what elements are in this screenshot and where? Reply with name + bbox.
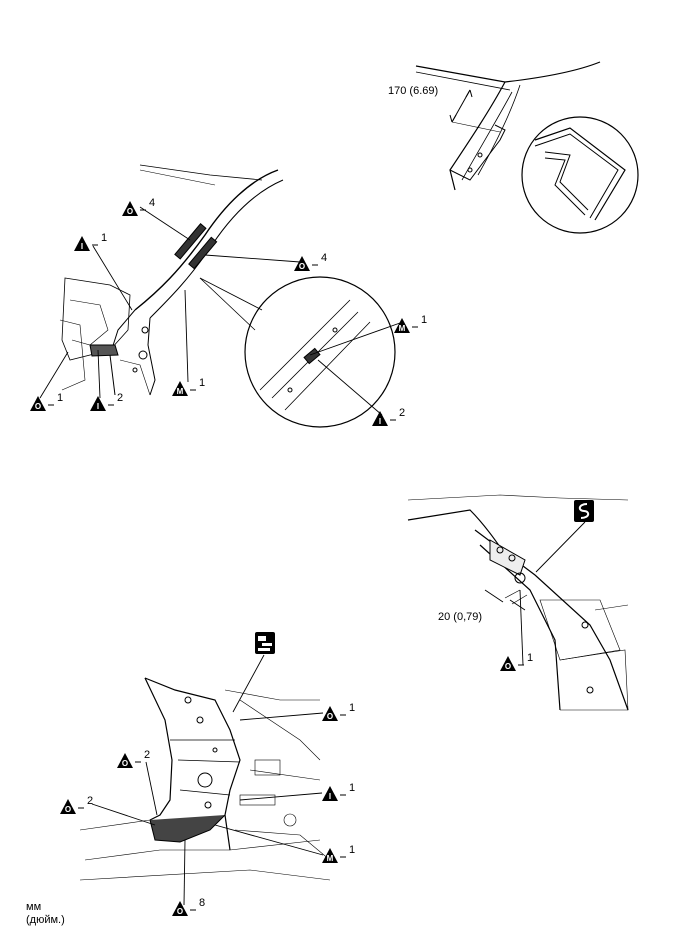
unit-mm: мм xyxy=(26,901,42,913)
weld-offset-dimension: 20 (0,79) xyxy=(438,611,482,623)
callout-a-pillar-weld-side: O1 xyxy=(30,392,63,411)
spot-weld-icon xyxy=(322,706,338,721)
callout-count: 1 xyxy=(101,232,107,244)
spot-weld-icon xyxy=(500,656,516,671)
callout-count: 1 xyxy=(421,314,427,326)
callout-a-pillar-plug-lower: I2 xyxy=(90,392,123,411)
spot-weld-icon xyxy=(294,256,310,271)
spot-weld-icon xyxy=(122,201,138,216)
callout-count: 1 xyxy=(527,652,533,664)
pillar-cut-illustration xyxy=(407,494,629,711)
unit-inch: (дюйм.) xyxy=(26,914,65,926)
callout-b-pillar-seam: M1 xyxy=(322,844,355,863)
callout-count: 1 xyxy=(349,782,355,794)
callout-count: 4 xyxy=(321,252,327,264)
callout-symbol: M xyxy=(327,854,334,863)
unit-label: мм (дюйм.) xyxy=(26,901,65,927)
pillar-cut-leaders xyxy=(519,521,586,666)
b-pillar-leaders xyxy=(91,654,324,906)
callout-symbol: M xyxy=(177,387,184,396)
a-pillar-illustration xyxy=(59,164,396,428)
b-pillar-illustration xyxy=(79,677,331,881)
callout-a-pillar-plug-upper: I1 xyxy=(74,232,107,251)
callout-count: 2 xyxy=(117,392,123,404)
plug-weld-icon xyxy=(372,411,388,426)
callout-symbol: O xyxy=(327,712,333,721)
roof-rail-illustration xyxy=(415,61,639,234)
roof-rail-dimension: 170 (6.69) xyxy=(388,85,438,97)
callout-count: 1 xyxy=(199,377,205,389)
callout-count: 4 xyxy=(149,197,155,209)
callout-symbol: O xyxy=(122,759,128,768)
callout-symbol: O xyxy=(505,662,511,671)
seam-weld-icon xyxy=(172,381,188,396)
a-pillar-leaders xyxy=(39,206,401,416)
seam-weld-icon xyxy=(394,318,410,333)
cut-section-icon xyxy=(574,500,594,522)
callout-symbol: I xyxy=(81,242,83,251)
clip-tool-icon xyxy=(255,632,275,654)
callout-b-pillar-weld-left-lower: O2 xyxy=(60,795,93,814)
callout-count: 1 xyxy=(349,844,355,856)
callout-a-pillar-weld-upper: O4 xyxy=(122,197,155,216)
callout-b-pillar-plug: I1 xyxy=(322,782,355,801)
spot-weld-icon xyxy=(30,396,46,411)
callout-count: 1 xyxy=(57,392,63,404)
callout-symbol: I xyxy=(379,417,381,426)
callout-symbol: O xyxy=(177,907,183,916)
callout-b-pillar-weld-bottom: O8 xyxy=(172,897,205,916)
callout-symbol: O xyxy=(127,207,133,216)
callout-count: 1 xyxy=(349,702,355,714)
callout-symbol: O xyxy=(299,262,305,271)
callout-b-pillar-weld-top: O1 xyxy=(322,702,355,721)
spot-weld-icon xyxy=(117,753,133,768)
callout-count: 2 xyxy=(87,795,93,807)
callout-symbol: I xyxy=(329,792,331,801)
callout-symbol: O xyxy=(65,805,71,814)
callout-a-pillar-weld-lower: O4 xyxy=(294,252,327,271)
callout-detail-seam: M1 xyxy=(394,314,427,333)
spot-weld-icon xyxy=(60,799,76,814)
callout-count: 8 xyxy=(199,897,205,909)
callout-cut-weld: O1 xyxy=(500,652,533,671)
callout-count: 2 xyxy=(144,749,150,761)
callout-symbol: M xyxy=(399,324,406,333)
spot-weld-icon xyxy=(172,901,188,916)
plug-weld-icon xyxy=(322,786,338,801)
callout-b-pillar-weld-left-upper: O2 xyxy=(117,749,150,768)
plug-weld-icon xyxy=(90,396,106,411)
callout-a-pillar-seam: M1 xyxy=(172,377,205,396)
seam-weld-icon xyxy=(322,848,338,863)
callout-count: 2 xyxy=(399,407,405,419)
plug-weld-icon xyxy=(74,236,90,251)
callout-symbol: I xyxy=(97,402,99,411)
callout-symbol: O xyxy=(35,402,41,411)
callout-detail-plug: I2 xyxy=(372,407,405,426)
